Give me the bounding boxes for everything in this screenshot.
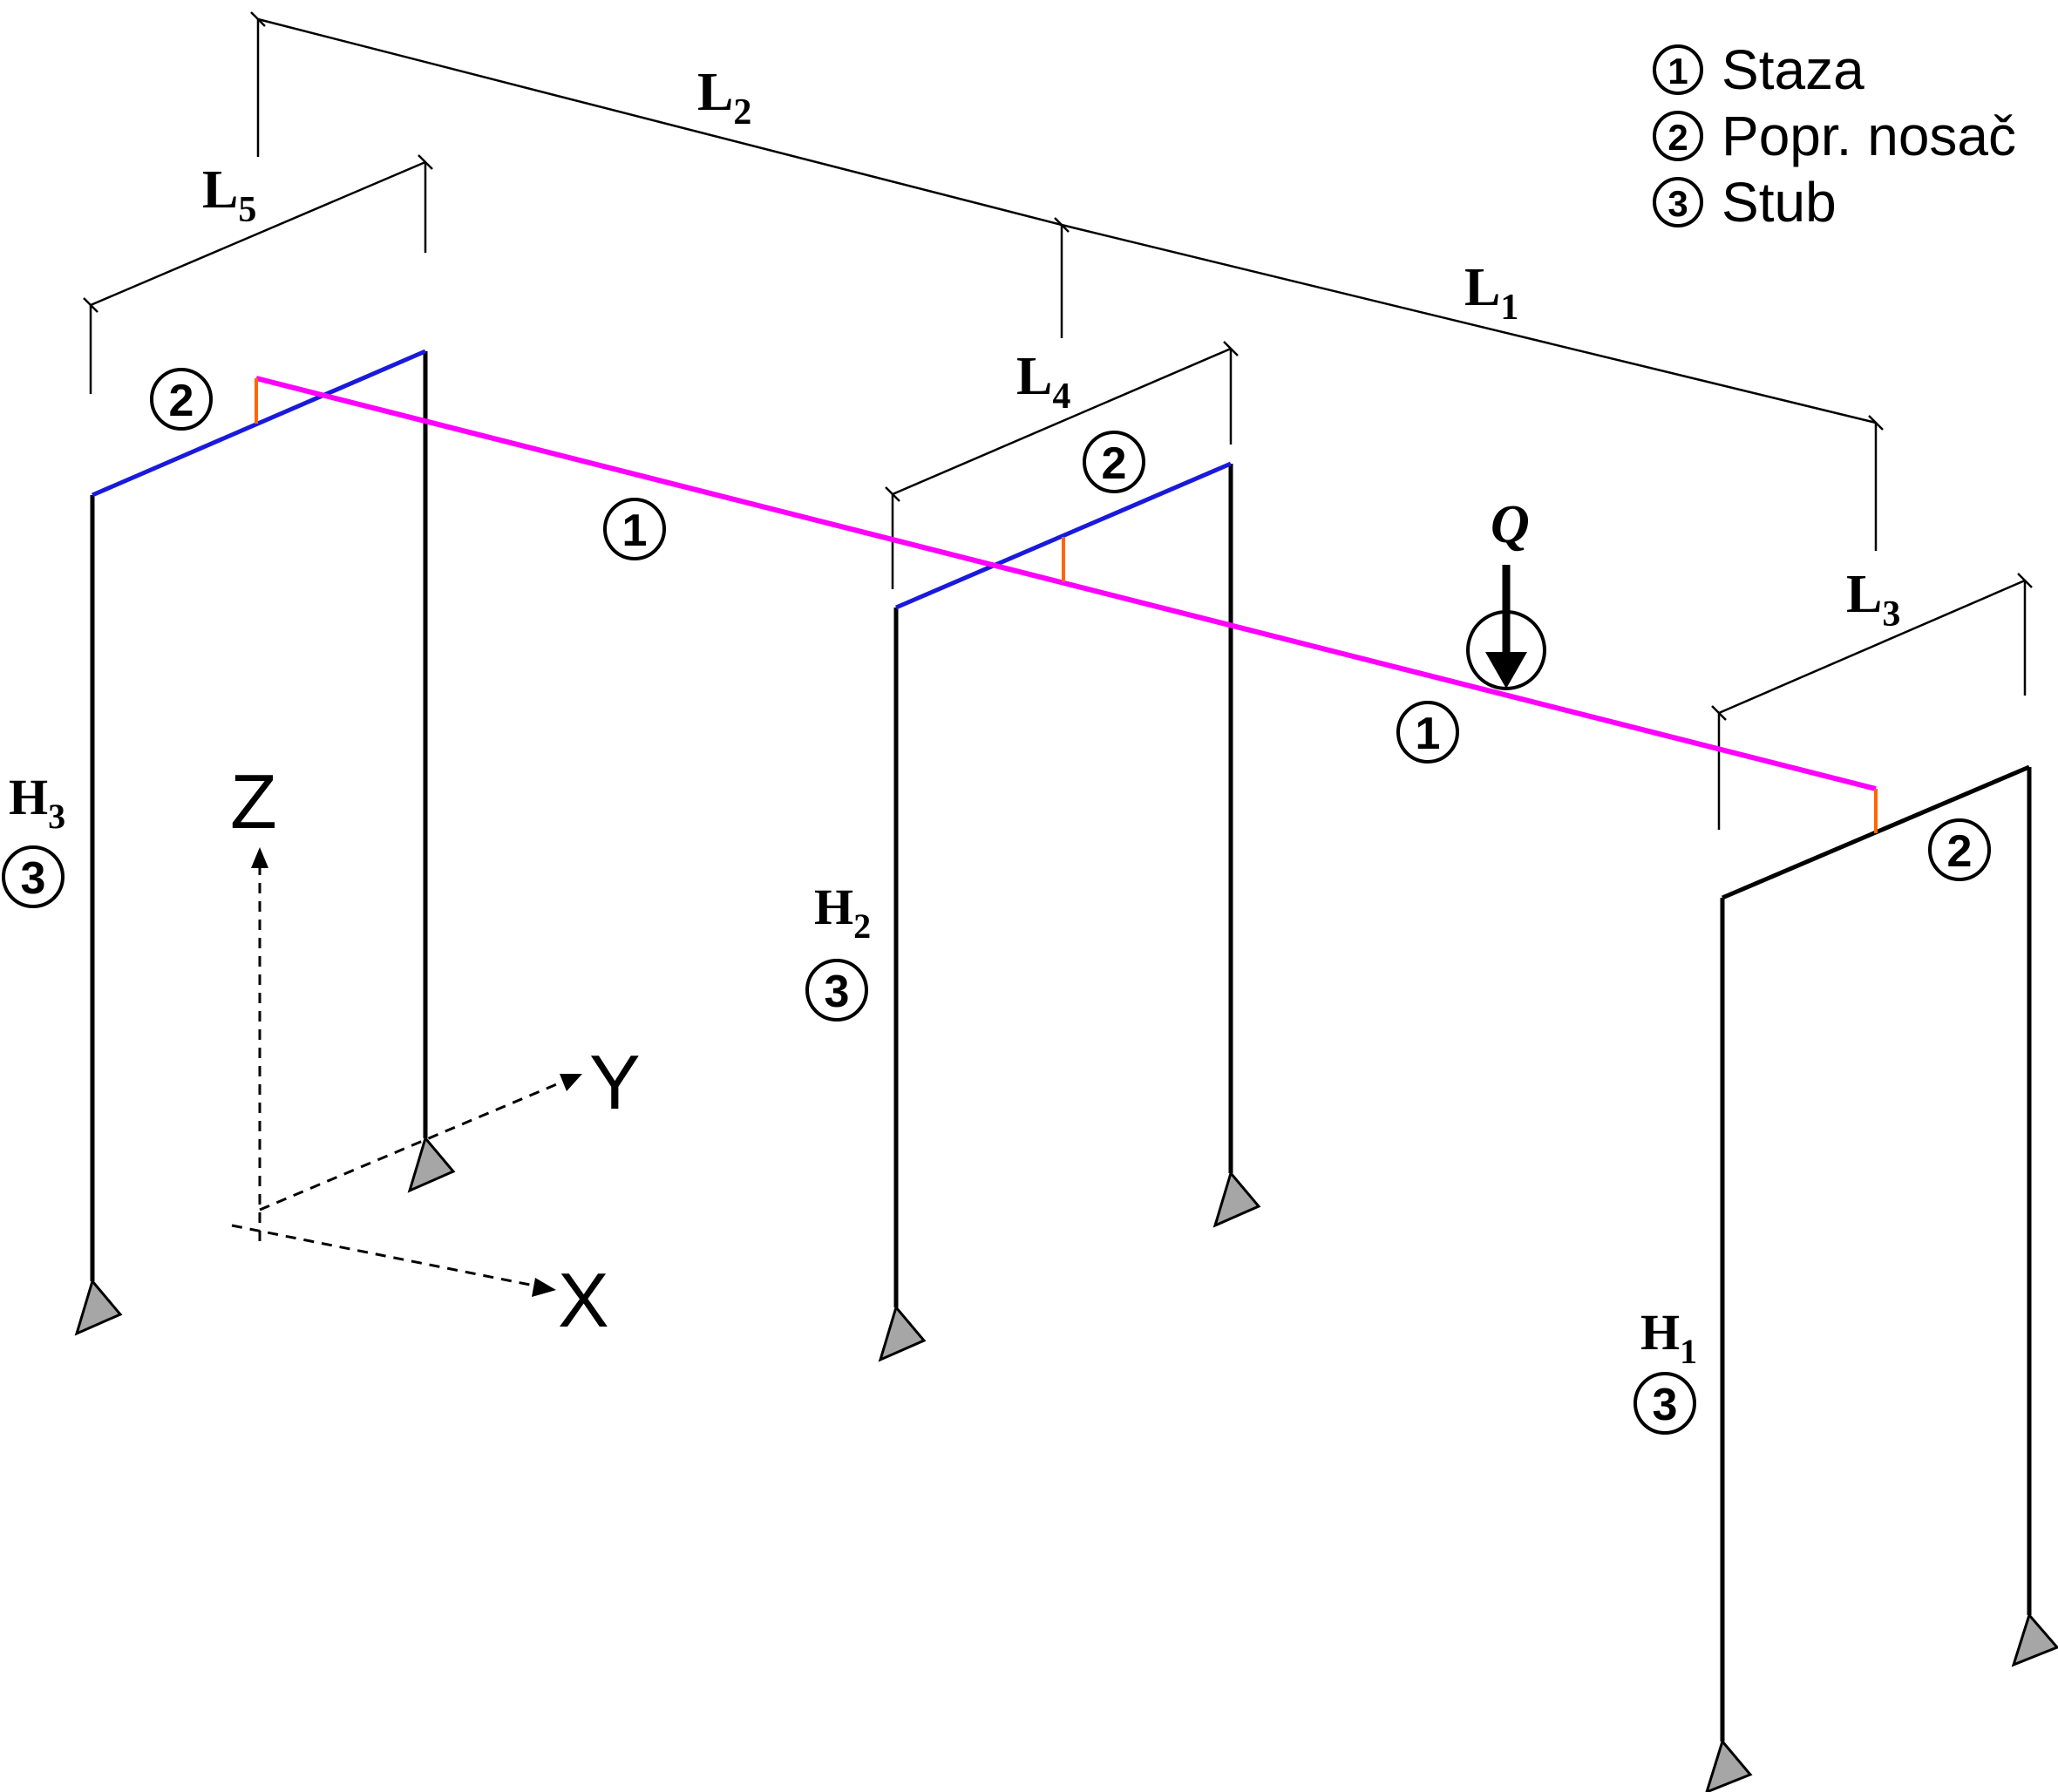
legend-label: Stub: [1722, 171, 1837, 234]
marker-column-left: 3: [2, 845, 65, 908]
dimension-labels: L2 L1 L5 L4 L3 H3 H2 H1: [9, 63, 1900, 1371]
dim-label-L5: L5: [202, 160, 256, 230]
tick: [1868, 415, 1884, 431]
svg-text:2: 2: [169, 376, 194, 426]
tick: [418, 154, 433, 170]
tick: [1711, 705, 1727, 721]
tick: [250, 11, 266, 27]
marker-cross-beam-left: 2: [150, 368, 213, 431]
dim-label-H1: H1: [1640, 1304, 1697, 1371]
coordinate-axes: [231, 863, 566, 1288]
svg-text:3: 3: [1667, 183, 1688, 224]
marker-cross-beam-right: 2: [1928, 818, 1991, 881]
dim-label-L4: L4: [1016, 347, 1070, 417]
svg-text:2: 2: [1667, 117, 1688, 158]
svg-text:1: 1: [1416, 709, 1441, 759]
dim-L2-line: [257, 17, 1063, 227]
dim-L4-line: [892, 347, 1232, 496]
tick: [885, 486, 900, 502]
axis-x-label: X: [558, 1257, 609, 1343]
axis-y-label: Y: [589, 1039, 641, 1125]
tick: [2017, 573, 2033, 588]
runway-beam: [255, 376, 1877, 791]
svg-text:3: 3: [825, 967, 850, 1017]
load-q: Q: [1466, 495, 1546, 690]
cross-beams: [92, 349, 2030, 900]
svg-text:3: 3: [21, 853, 46, 904]
dim-label-L1: L1: [1464, 258, 1518, 328]
axis-arrowheads: [251, 847, 582, 1297]
axis-x-line: [231, 1224, 540, 1288]
arrow-down-icon: [1485, 652, 1527, 689]
marker-column-right: 3: [1633, 1372, 1696, 1435]
dim-label-L2: L2: [697, 63, 751, 132]
columns: [90, 351, 2032, 1741]
dim-label-H3: H3: [9, 769, 65, 836]
dim-label-L3: L3: [1846, 565, 1900, 635]
legend-label: Popr. nosač: [1722, 105, 2016, 167]
support-icon: [1705, 1738, 1753, 1792]
svg-text:2: 2: [1102, 438, 1127, 489]
dimension-lines: [83, 11, 2033, 830]
support-icon: [878, 1304, 927, 1362]
legend-item-stub: 3 Stub: [1653, 171, 1837, 234]
svg-text:2: 2: [1947, 826, 1973, 877]
tick: [1223, 341, 1239, 356]
marker-column-mid: 3: [805, 959, 868, 1022]
arrow-up-icon: [251, 847, 268, 868]
legend-item-popr-nosac: 2 Popr. nosač: [1653, 105, 2016, 167]
support-icon: [1212, 1170, 1261, 1228]
svg-text:1: 1: [1667, 51, 1688, 92]
axis-y-line: [259, 1079, 566, 1212]
support-icon: [74, 1278, 123, 1336]
marker-runway-right: 1: [1396, 701, 1459, 764]
supports: [74, 1135, 2058, 1792]
axis-z-label: Z: [230, 758, 277, 845]
dim-label-H2: H2: [814, 879, 871, 946]
dim-L3-line: [1718, 579, 2026, 715]
arrow-right-icon: [560, 1074, 582, 1091]
marker-cross-beam-mid: 2: [1083, 431, 1145, 493]
marker-runway-left: 1: [603, 498, 666, 560]
cross-beam-left: [92, 349, 426, 498]
svg-text:1: 1: [622, 506, 648, 556]
support-icon: [407, 1135, 456, 1193]
dim-L1-line: [1061, 223, 1877, 424]
legend: 1 Staza 2 Popr. nosač 3 Stub: [1653, 38, 2016, 234]
legend-item-staza: 1 Staza: [1653, 38, 1864, 101]
load-label: Q: [1491, 495, 1530, 554]
svg-text:3: 3: [1653, 1380, 1678, 1430]
tick: [83, 297, 98, 313]
cross-beam-mid: [895, 461, 1232, 610]
support-icon: [2011, 1612, 2058, 1667]
dim-L5-line: [90, 160, 426, 307]
arrow-right-icon: [532, 1278, 556, 1297]
legend-label: Staza: [1722, 38, 1864, 101]
member-markers: 1 1 2 2 2 3 3 3: [2, 368, 1991, 1435]
connectors: [255, 378, 1878, 833]
tick: [1054, 217, 1070, 233]
